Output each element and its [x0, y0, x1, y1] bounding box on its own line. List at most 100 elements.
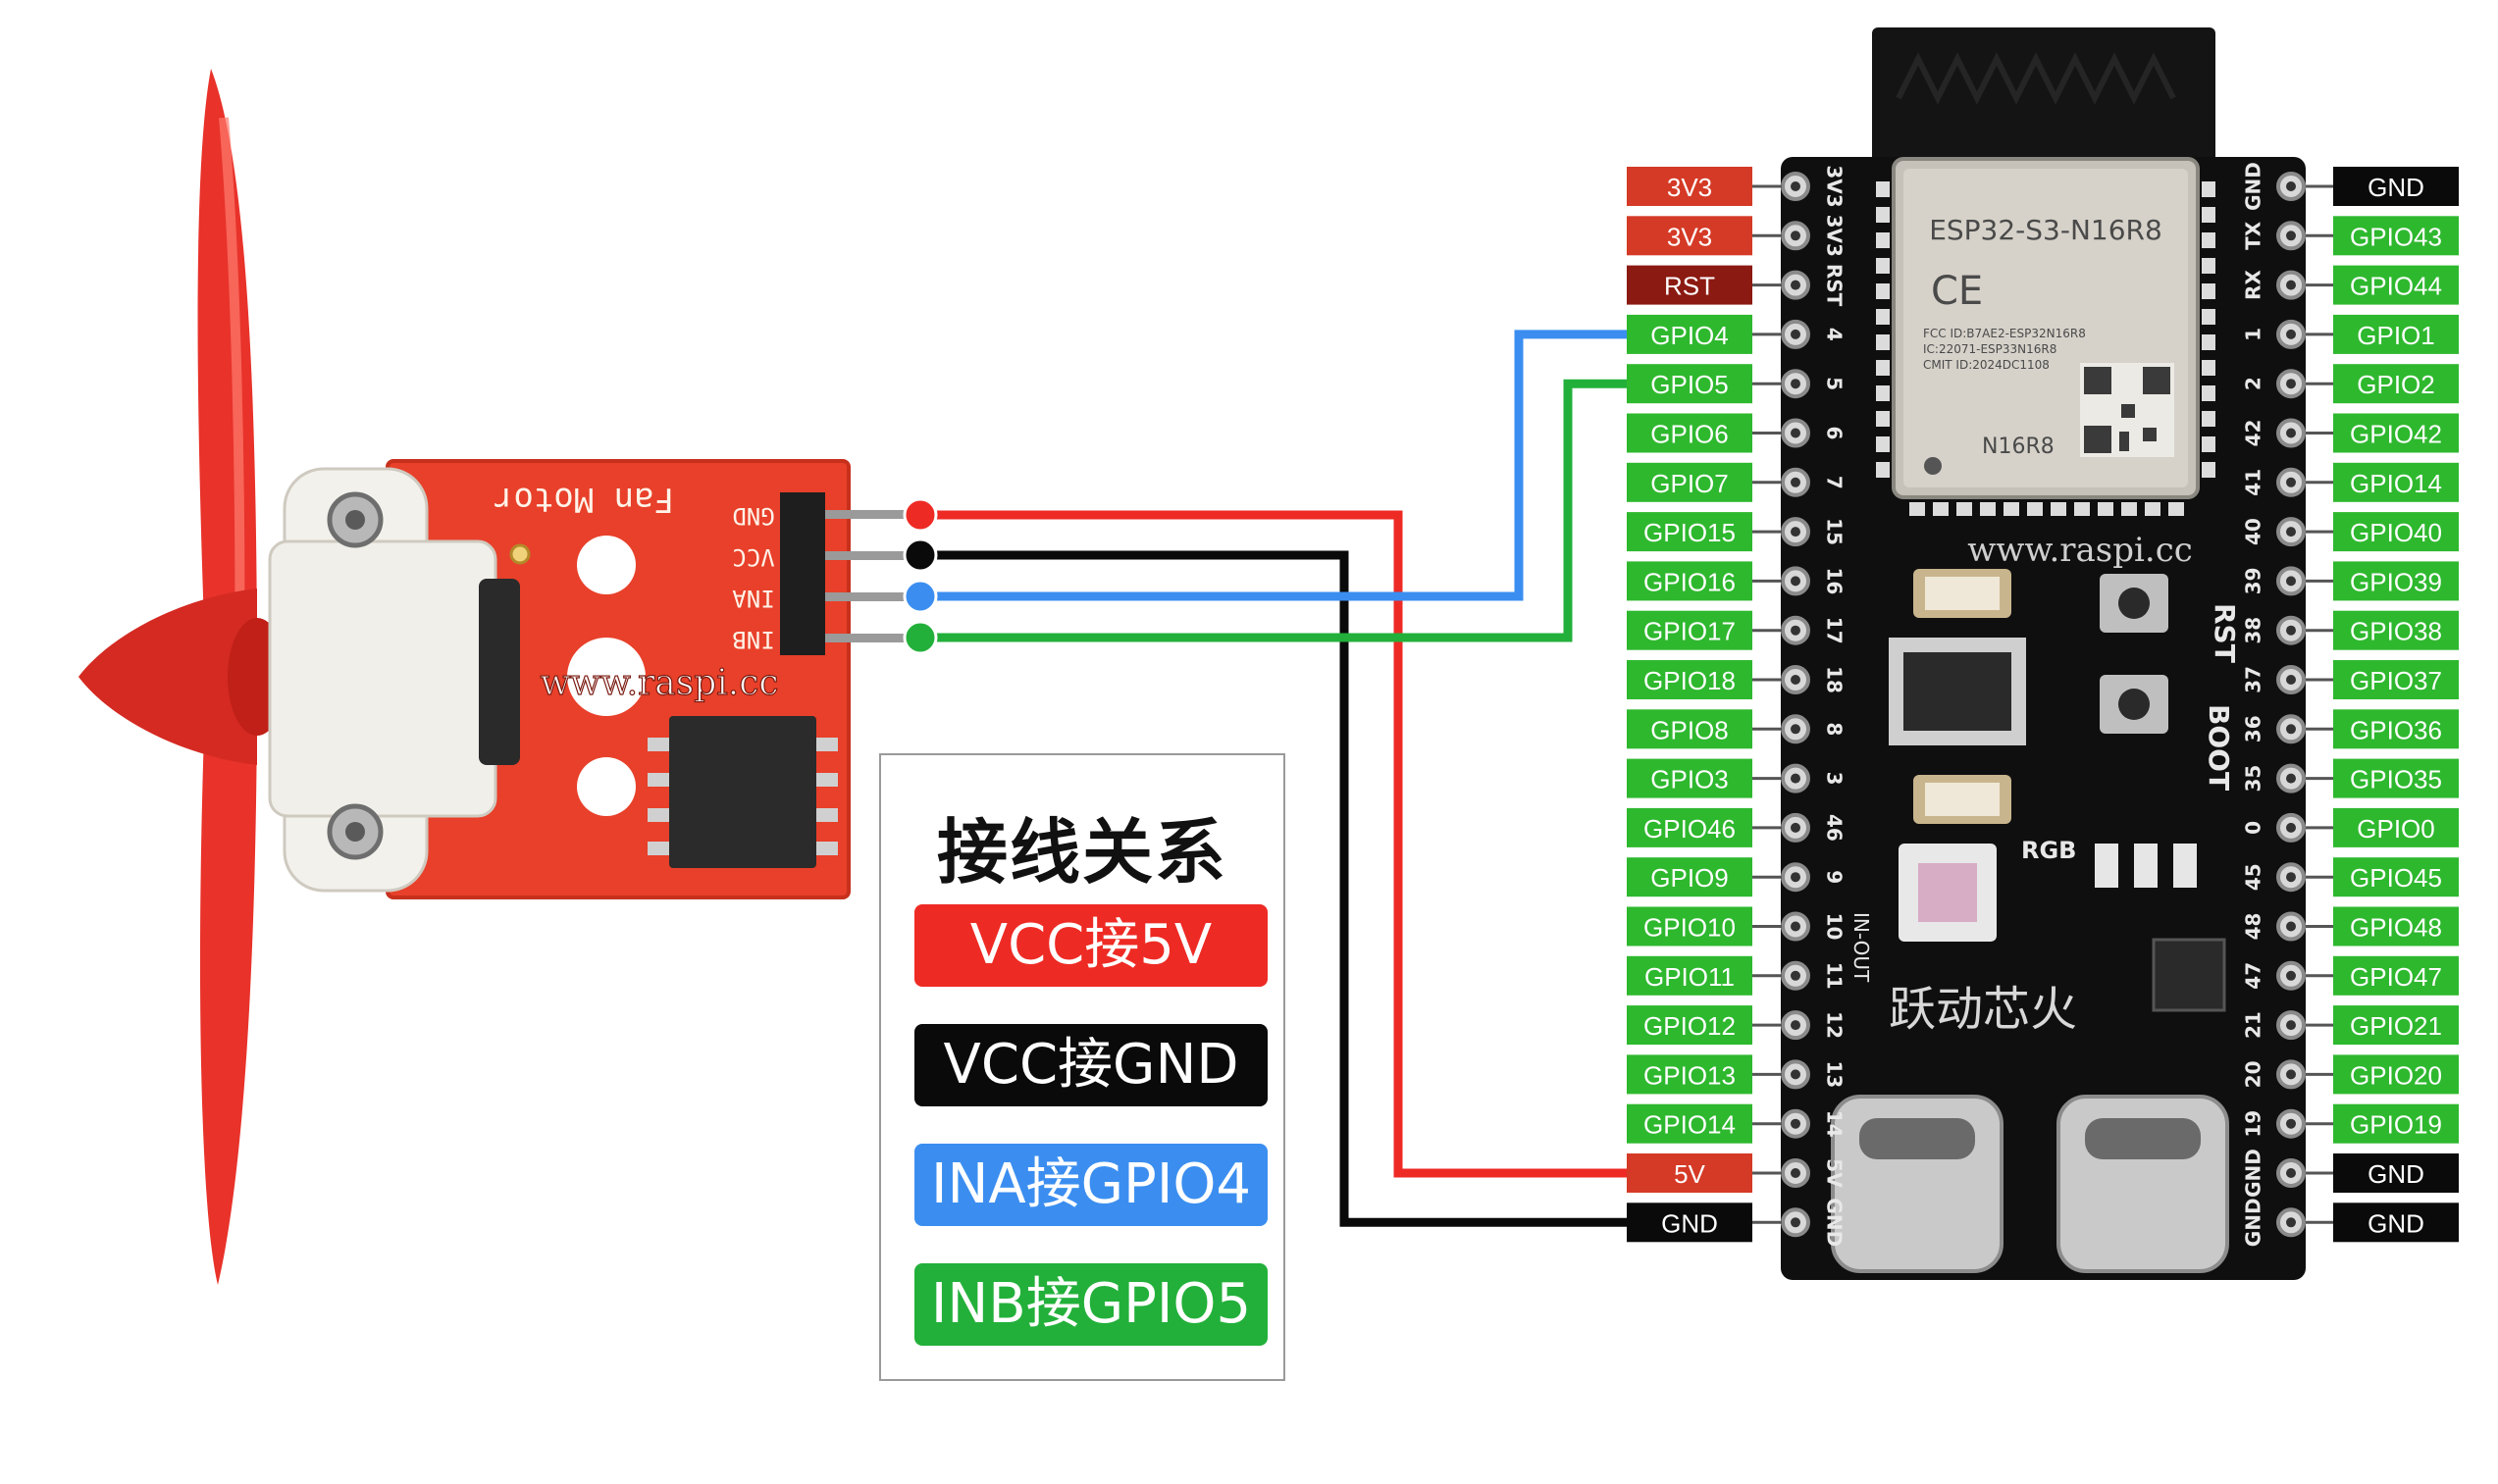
right-pin-label-4	[2333, 364, 2459, 404]
left-header-hole-center	[1791, 1168, 1800, 1178]
left-pin-label-text-14: GPIO9	[1650, 863, 1728, 893]
silk-rgb: RGB	[2021, 837, 2076, 864]
right-pin-label-13	[2333, 807, 2459, 847]
qr-code	[2080, 363, 2174, 457]
left-header-hole-center	[1791, 280, 1800, 290]
right-silk-number: 42	[2242, 420, 2265, 447]
fan-module-silk-label: Fan Motor	[494, 480, 674, 519]
left-pin-label-text-16: GPIO11	[1644, 962, 1735, 992]
left-header-hole-center	[1791, 329, 1800, 339]
module-pad	[1980, 502, 1996, 516]
right-pin-label-text-21: GND	[2368, 1208, 2424, 1238]
module-pad	[1876, 462, 1890, 478]
left-silk-number: 46	[1823, 814, 1847, 842]
left-pin-label-text-8: GPIO16	[1643, 567, 1736, 596]
right-pin-label-7	[2333, 512, 2459, 552]
left-silk-number: 15	[1823, 518, 1847, 545]
module-pad	[1876, 258, 1890, 274]
right-silk-number: 47	[2242, 962, 2265, 990]
left-pin-label-0	[1627, 167, 1752, 206]
fan-pin-silk-ina: INA	[732, 585, 775, 612]
right-header-hole-center	[2286, 1069, 2296, 1080]
left-pin-label-text-6: GPIO7	[1650, 469, 1728, 498]
right-silk-number: 19	[2242, 1110, 2265, 1138]
left-header-hole-center	[1791, 773, 1800, 784]
legend-title: 接线关系	[936, 811, 1227, 894]
module-pad	[1876, 309, 1890, 325]
right-silk-number: 48	[2242, 913, 2265, 941]
left-pin-label-text-7: GPIO15	[1643, 518, 1736, 547]
left-pin-label-text-11: GPIO8	[1650, 715, 1728, 744]
right-header-hole-center	[2286, 675, 2296, 685]
legend-item-inb-gpio5: INB接GPIO5	[914, 1263, 1268, 1346]
right-pin-label-8	[2333, 561, 2459, 601]
chip-sub-label: N16R8	[1982, 435, 2055, 459]
right-header-hole-center	[2286, 625, 2296, 636]
left-pin-label-text-15: GPIO10	[1643, 913, 1736, 943]
left-header-hole-center	[1791, 921, 1800, 932]
right-pin-label-0	[2333, 167, 2459, 206]
wire-gnd-gnd-dot	[903, 537, 938, 573]
right-pin-label-text-20: GND	[2368, 1159, 2424, 1189]
right-header-hole-center	[2286, 724, 2296, 735]
board-watermark: www.raspi.cc	[1967, 531, 2193, 570]
right-pin-label-text-13: GPIO0	[2357, 814, 2434, 844]
right-pin-label-text-2: GPIO44	[2350, 272, 2442, 301]
right-silk-number: TX	[2242, 221, 2265, 250]
right-header-hole-center	[2286, 872, 2296, 883]
left-pin-label-2	[1627, 265, 1752, 305]
right-header-hole-center	[2286, 822, 2296, 833]
silk-in-out: IN-OUT	[1849, 912, 1873, 983]
left-silk-number: 3V3	[1823, 215, 1847, 257]
left-pin-label-11	[1627, 709, 1752, 749]
wire-ina-gpio4	[920, 330, 1627, 601]
wire-vcc-5v	[920, 510, 1627, 1178]
right-pin-label-18	[2333, 1054, 2459, 1095]
wire-gnd-gnd	[920, 550, 1627, 1227]
right-silk-number: 39	[2242, 567, 2265, 594]
module-pad	[1909, 502, 1925, 516]
right-pin-label-text-6: GPIO14	[2350, 469, 2442, 498]
left-silk-number: 3V3	[1823, 165, 1847, 207]
left-pin-label-15	[1627, 906, 1752, 947]
module-pad	[1876, 181, 1890, 197]
left-pin-label-text-2: RST	[1664, 272, 1715, 301]
left-pin-label-5	[1627, 413, 1752, 453]
right-pin-label-10	[2333, 660, 2459, 699]
left-silk-number: 12	[1823, 1011, 1847, 1039]
right-pin-label-text-15: GPIO48	[2350, 913, 2442, 943]
module-pad	[2202, 334, 2215, 350]
right-pin-label-16	[2333, 955, 2459, 996]
fan-pin-silk-inb: INB	[732, 626, 774, 653]
right-header-hole-center	[2286, 576, 2296, 587]
left-pin-label-text-1: 3V3	[1667, 222, 1712, 251]
left-pin-label-19	[1627, 1103, 1752, 1144]
wire-inb-gpio5	[920, 379, 1627, 642]
left-pin-label-text-17: GPIO12	[1643, 1011, 1736, 1041]
left-silk-number: 16	[1823, 567, 1847, 594]
right-pin-label-text-16: GPIO47	[2350, 962, 2442, 992]
left-silk-number: 13	[1823, 1060, 1847, 1088]
left-header-hole-center	[1791, 428, 1800, 438]
right-pin-label-17	[2333, 1005, 2459, 1046]
left-pin-label-3	[1627, 314, 1752, 354]
left-silk-number: 7	[1823, 476, 1847, 489]
right-header-hole-center	[2286, 921, 2296, 932]
right-silk-number: 2	[2242, 377, 2265, 390]
right-header-hole-center	[2286, 970, 2296, 981]
module-pad	[2202, 436, 2215, 452]
left-header-hole-center	[1791, 230, 1800, 241]
right-silk-number: GND	[2242, 1149, 2265, 1198]
right-pin-label-text-5: GPIO42	[2350, 420, 2442, 449]
left-header-hole-center	[1791, 872, 1800, 883]
module-pad	[1956, 502, 1972, 516]
right-pin-label-19	[2333, 1103, 2459, 1144]
right-pin-label-text-3: GPIO1	[2357, 321, 2434, 350]
right-pin-label-text-10: GPIO37	[2350, 666, 2442, 695]
right-silk-number: GND	[2242, 1198, 2265, 1247]
legend-item-ina-gpio4: INA接GPIO4	[914, 1144, 1268, 1226]
legend-box: 接线关系 VCC接5V VCC接GND INA接GPIO4 INB接GPIO5	[879, 753, 1285, 1381]
right-pin-label-21	[2333, 1203, 2459, 1243]
module-pad	[2051, 502, 2066, 516]
